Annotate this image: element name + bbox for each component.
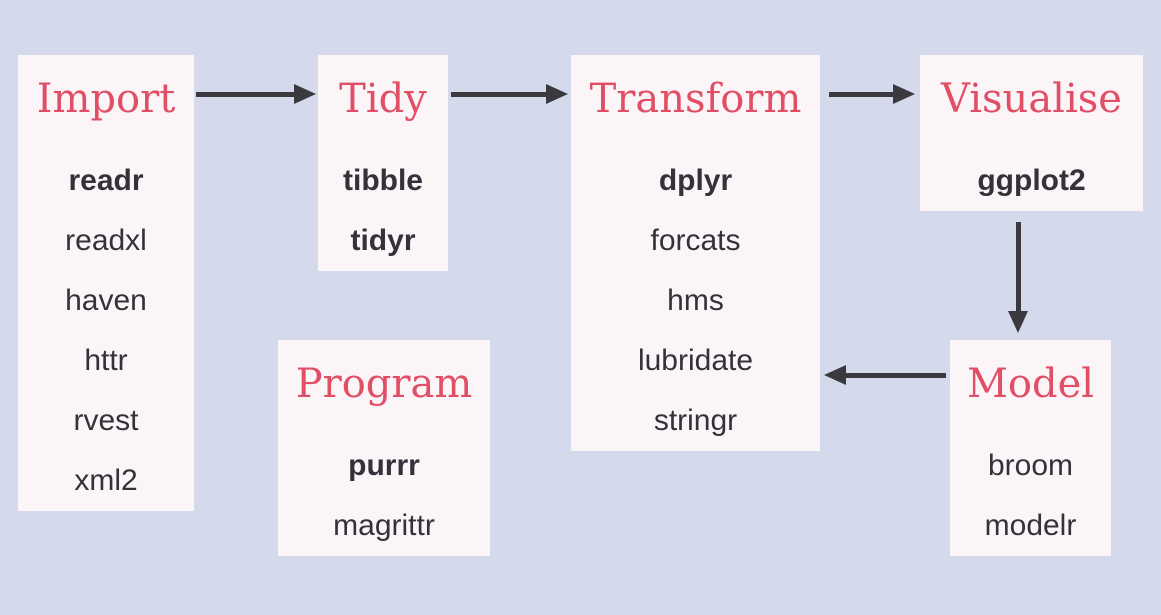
arrow-model-to-transform (824, 365, 946, 386)
package-label: readr (68, 164, 144, 197)
package-label: purrr (348, 449, 420, 482)
arrowhead-down-icon (1008, 311, 1028, 333)
stage-box-program: Program purrr magrittr (278, 340, 490, 556)
package-list-import: readr readxl haven httr rvest xml2 (18, 151, 194, 511)
package-label: hms (667, 284, 724, 317)
stage-title-model: Model (966, 361, 1095, 407)
stage-box-transform: Transform dplyr forcats hms lubridate string… (571, 55, 820, 451)
arrow-shaft (1016, 222, 1021, 311)
package-label: httr (84, 344, 128, 377)
stage-box-visualise: Visualise ggplot2 (920, 55, 1143, 211)
stage-title-tidy: Tidy (339, 76, 427, 122)
stage-title-visualise: Visualise (941, 76, 1122, 122)
package-label: tidyr (350, 224, 416, 257)
arrow-transform-to-visualise (829, 84, 915, 105)
package-label: forcats (650, 224, 741, 257)
package-label: xml2 (74, 464, 138, 497)
package-list-program: purrr magrittr (278, 436, 490, 556)
stage-box-model: Model broom modelr (950, 340, 1111, 556)
arrow-shaft (829, 92, 893, 97)
package-list-tidy: tibble tidyr (318, 151, 448, 271)
arrowhead-right-icon (546, 84, 568, 104)
arrow-tidy-to-transform (451, 84, 568, 105)
package-label: ggplot2 (977, 164, 1086, 197)
arrow-shaft (846, 373, 946, 378)
package-list-transform: dplyr forcats hms lubridate stringr (571, 151, 820, 451)
arrowhead-right-icon (294, 84, 316, 104)
stage-title-transform: Transform (589, 76, 802, 122)
package-label: readxl (65, 224, 147, 257)
stage-box-tidy: Tidy tibble tidyr (318, 55, 448, 271)
package-label: tibble (343, 164, 423, 197)
package-label: haven (65, 284, 147, 317)
stage-box-import: Import readr readxl haven httr rvest xml2 (18, 55, 194, 511)
arrowhead-right-icon (893, 84, 915, 104)
package-label: modelr (984, 509, 1077, 542)
package-label: rvest (73, 404, 139, 437)
arrow-import-to-tidy (196, 84, 316, 105)
arrow-shaft (196, 92, 294, 97)
arrowhead-left-icon (824, 365, 846, 385)
stage-title-program: Program (295, 361, 473, 407)
package-label: stringr (653, 404, 738, 437)
arrow-visualise-to-model (1008, 222, 1029, 333)
package-label: magrittr (333, 509, 435, 542)
package-label: dplyr (658, 164, 733, 197)
package-label: broom (987, 449, 1074, 482)
package-label: lubridate (637, 344, 754, 377)
package-list-model: broom modelr (950, 436, 1111, 556)
package-list-visualise: ggplot2 (920, 151, 1143, 211)
stage-title-import: Import (36, 76, 176, 122)
arrow-shaft (451, 92, 546, 97)
